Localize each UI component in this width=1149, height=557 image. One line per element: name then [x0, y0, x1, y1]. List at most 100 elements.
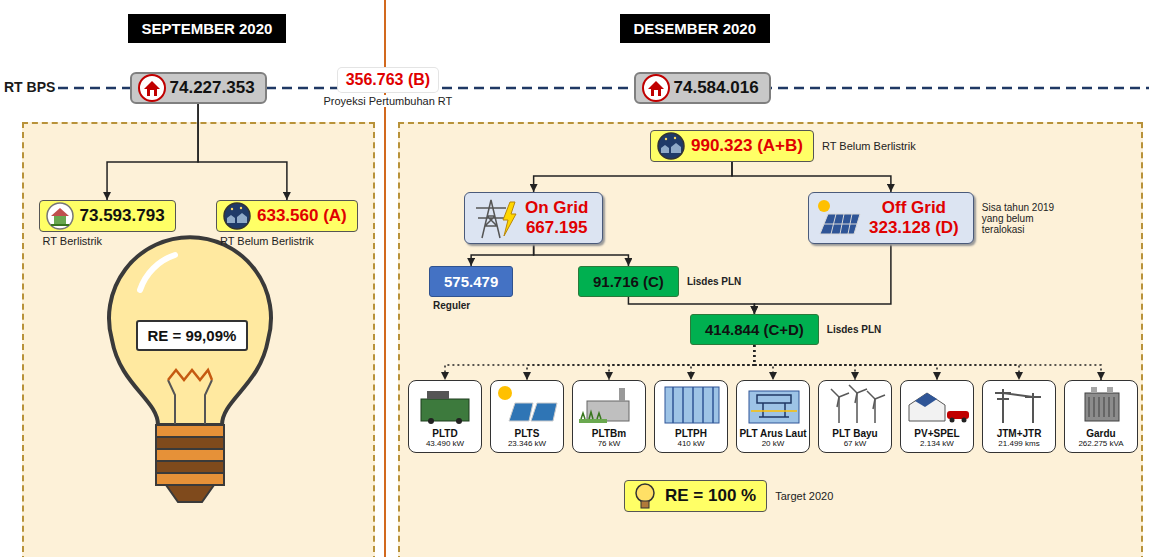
house-door [150, 90, 154, 96]
icon [656, 131, 686, 161]
lisdes-box: 414.844 (C+D) Lisdes PLN [690, 314, 881, 345]
plant-illustration [819, 383, 893, 427]
box-shape: 990.323 (A+B) [650, 130, 814, 162]
node-text: Off Grid [869, 198, 959, 218]
plant-illustration [983, 383, 1057, 427]
illustration-part [1107, 387, 1113, 393]
icon-ring [139, 75, 165, 101]
connector [628, 297, 754, 314]
connector [754, 244, 890, 314]
icon [45, 201, 75, 231]
illustration-part [456, 418, 462, 424]
light-bulb [109, 237, 271, 502]
node-text: 91.716 (C) [593, 273, 664, 290]
bulb-screw [156, 449, 224, 461]
electrified-box: 73.593.793 RT Berlistrik [39, 200, 176, 247]
icon [137, 73, 167, 103]
box-shape: 414.844 (C+D) [690, 314, 819, 345]
house-roof [51, 208, 69, 216]
illustration-part [421, 399, 469, 421]
box-shape: On Grid667.195 [464, 192, 603, 244]
caption-text: 21.499 kms [985, 439, 1053, 448]
dotted-connector [754, 345, 937, 380]
bulb-tip [166, 485, 214, 502]
plant-tile: PLTS23.346 kW [490, 380, 564, 453]
connector [534, 162, 732, 192]
box-shape: RE = 100 % [624, 480, 767, 512]
caption-text: 262.275 kVA [1067, 439, 1135, 448]
box-shape: Off Grid323.128 (D) [808, 192, 974, 244]
panel-grid [824, 214, 857, 234]
house-wall [54, 216, 66, 224]
plant-illustration [901, 383, 975, 427]
caption-holder: Target 2020 [775, 490, 833, 502]
dotted-connector [754, 345, 1019, 380]
sun-icon [818, 200, 830, 212]
panel-ground [22, 122, 375, 557]
connector [107, 104, 198, 200]
caption-text: Proyeksi Pertumbuhan RT [321, 95, 456, 107]
caption-text: RT Belum Berlistrik [822, 140, 916, 152]
dotted-connector [527, 345, 754, 380]
node-text: DESEMBER 2020 [634, 20, 757, 37]
connector [198, 104, 287, 200]
panel-ground [398, 122, 1143, 557]
star [240, 207, 242, 209]
regular-box: 575.479Reguler [429, 266, 513, 311]
axis-label: RT BPS [4, 79, 55, 95]
illustration-part [509, 403, 533, 421]
bulb-screw [156, 437, 224, 449]
bulb-icon [636, 484, 654, 502]
caption-text: 23.346 kW [493, 439, 561, 448]
illustration-part [1085, 393, 1119, 421]
house-icon [144, 81, 160, 96]
node-text: 990.323 (A+B) [691, 136, 803, 156]
icon-ring [643, 75, 669, 101]
illustration-part [915, 393, 937, 407]
plant-tile: PLTBm76 kW [572, 380, 646, 453]
illustration-part [673, 387, 713, 423]
illustration-part [831, 385, 885, 409]
dotted-connector [691, 345, 754, 380]
dotted-connector [754, 345, 773, 380]
caption-text: Lisdes PLN [687, 276, 741, 287]
plant-illustration [573, 383, 647, 427]
illustration-part [995, 389, 1041, 423]
node-text: 575.479 [444, 273, 498, 290]
icon-ring [658, 133, 684, 159]
node-text: PLTD [411, 428, 479, 439]
unelectrified-box: 990.323 (A+B) RT Belum Berlistrik [650, 130, 916, 162]
illustration-part [1089, 397, 1114, 417]
caption-text: RT Berlistrik [43, 235, 103, 247]
dotted-connector [754, 345, 855, 380]
node-text: On Grid [525, 198, 588, 218]
caption-text: 76 kW [575, 439, 643, 448]
node-text: 74.584.016 [674, 78, 759, 98]
illustration-part [751, 410, 797, 412]
lisdes-box: 91.716 (C) Lisdes PLN [578, 266, 741, 297]
illustration-part [531, 403, 557, 421]
illustration-part [498, 386, 512, 400]
caption-holder: Lisdes PLN [827, 324, 881, 335]
bulb-screw [156, 461, 224, 473]
node-text: PLTS [493, 428, 561, 439]
illustration-part [428, 418, 434, 424]
plant-illustration [655, 383, 729, 427]
box-shape: 91.716 (C) [578, 266, 679, 297]
bulb-filament [168, 370, 212, 380]
plant-illustration [491, 383, 565, 427]
bulb-base [641, 501, 649, 508]
node-text: Gardu [1067, 428, 1135, 439]
node-text: PLT Arus Laut [739, 428, 807, 439]
connector [732, 162, 891, 192]
node-text: PLT Bayu [821, 428, 889, 439]
plant-tile: JTM+JTR21.499 kms [982, 380, 1056, 453]
illustration-part [909, 393, 945, 421]
node-text: RE = 100 % [665, 486, 756, 506]
node-text: 73.593.793 [80, 206, 165, 226]
star [231, 208, 233, 210]
bulb-shine [140, 255, 175, 290]
house-door [654, 90, 658, 96]
dotted-connector [445, 345, 754, 380]
